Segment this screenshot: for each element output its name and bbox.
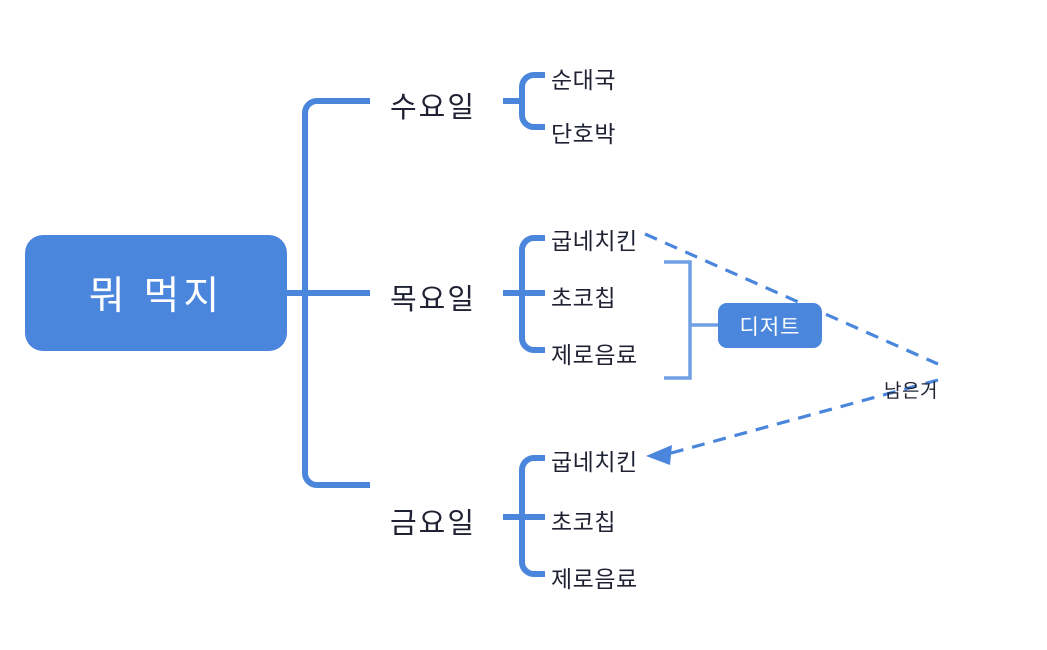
leaf-thursday-3[interactable]: 제로음료 bbox=[551, 342, 638, 368]
root-node-label: 뭐 먹지 bbox=[88, 275, 224, 318]
leaf-friday-1[interactable]: 굽네치킨 bbox=[551, 449, 638, 475]
leaf-wednesday-1[interactable]: 순대국 bbox=[551, 67, 616, 93]
bracket-wednesday bbox=[519, 72, 545, 130]
branch-label-friday[interactable]: 금요일 bbox=[390, 508, 477, 540]
leaf-thursday-1[interactable]: 굽네치킨 bbox=[551, 228, 638, 254]
dashed-link-thursday-leftover bbox=[644, 232, 939, 366]
leaf-wednesday-2[interactable]: 단호박 bbox=[551, 121, 616, 147]
branch-label-thursday[interactable]: 목요일 bbox=[390, 284, 477, 316]
bracket-dessert-group bbox=[664, 260, 692, 380]
branch-label-wednesday[interactable]: 수요일 bbox=[390, 92, 477, 124]
annotation-leftover[interactable]: 남은거 bbox=[884, 381, 938, 402]
dessert-node[interactable]: 디저트 bbox=[718, 303, 822, 348]
leaf-friday-2[interactable]: 초코칩 bbox=[551, 509, 616, 535]
leaf-thursday-2[interactable]: 초코칩 bbox=[551, 285, 616, 311]
dashed-link-leftover-friday bbox=[663, 378, 939, 457]
leaf-friday-3[interactable]: 제로음료 bbox=[551, 566, 638, 592]
arrowhead-icon bbox=[646, 445, 672, 465]
root-node[interactable]: 뭐 먹지 bbox=[25, 235, 287, 351]
dessert-node-label: 디저트 bbox=[739, 315, 801, 339]
